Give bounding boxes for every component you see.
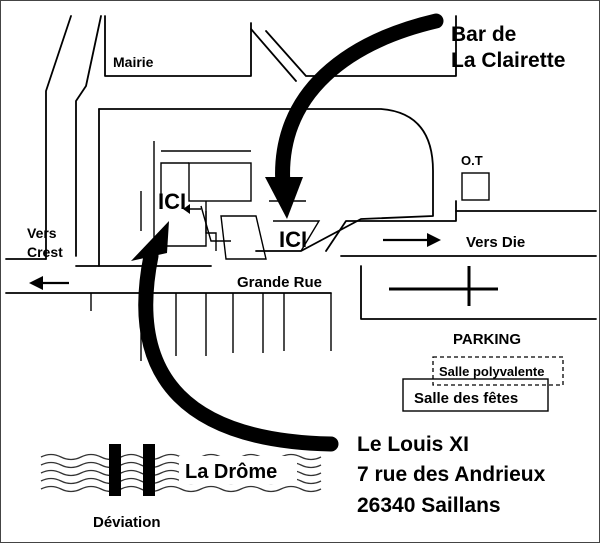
south-block-2	[175, 293, 207, 356]
parking-label: PARKING	[453, 331, 521, 348]
salle-fetes-label: Salle des fêtes	[414, 390, 518, 407]
block-f	[220, 215, 267, 260]
parking-area	[360, 265, 597, 320]
ici-left-label: ICI	[158, 189, 186, 214]
address-city: 26340 Saillans	[357, 494, 501, 517]
road-vers-die-upper	[325, 200, 457, 252]
vers-die-arrowhead	[427, 233, 441, 247]
vers-crest-arrowhead	[29, 276, 43, 290]
bar-label-line1: Bar de	[451, 23, 516, 46]
road-mairie	[104, 15, 252, 77]
block-h	[273, 220, 321, 252]
block-i	[205, 201, 217, 251]
ici-right-label: ICI	[279, 227, 307, 252]
address-name: Le Louis XI	[357, 433, 469, 456]
salle-polyvalente-label: Salle polyvalente	[439, 364, 545, 379]
salle-polyvalente-outline	[432, 356, 564, 386]
block-b	[188, 162, 252, 202]
road-main-loop	[98, 108, 434, 252]
road-west-outer	[45, 15, 72, 260]
south-block-3	[232, 293, 264, 353]
river-label-bg	[179, 456, 297, 484]
grande-rue-label: Grande Rue	[237, 274, 322, 291]
bar-label-line2: La Clairette	[451, 49, 565, 72]
address-street: 7 rue des Andrieux	[357, 463, 546, 486]
road-west-inner	[75, 15, 102, 257]
arrow-from-bar-shaft	[275, 13, 444, 194]
ot-building	[461, 172, 490, 201]
river-label: La Drôme	[185, 461, 277, 483]
vers-die-label: Vers Die	[466, 234, 525, 251]
vers-crest-label-1: Vers	[27, 225, 57, 241]
south-block-4	[283, 293, 332, 351]
road-north-diag	[250, 28, 297, 82]
mairie-label: Mairie	[113, 54, 154, 70]
arrow-from-louis-shaft	[138, 248, 339, 452]
ot-label: O.T	[461, 153, 483, 168]
connector-arrowhead	[183, 204, 190, 214]
bridge-pillar-left	[109, 444, 121, 496]
salle-fetes-outline	[402, 378, 549, 412]
deviation-label: Déviation	[93, 514, 161, 531]
arrow-from-bar-head	[265, 177, 303, 219]
vers-crest-label-2: Crest	[27, 244, 63, 260]
block-c	[160, 162, 189, 196]
road-north	[265, 15, 457, 77]
arrow-from-louis-head	[131, 221, 169, 261]
bridge-pillar-right	[143, 444, 155, 496]
